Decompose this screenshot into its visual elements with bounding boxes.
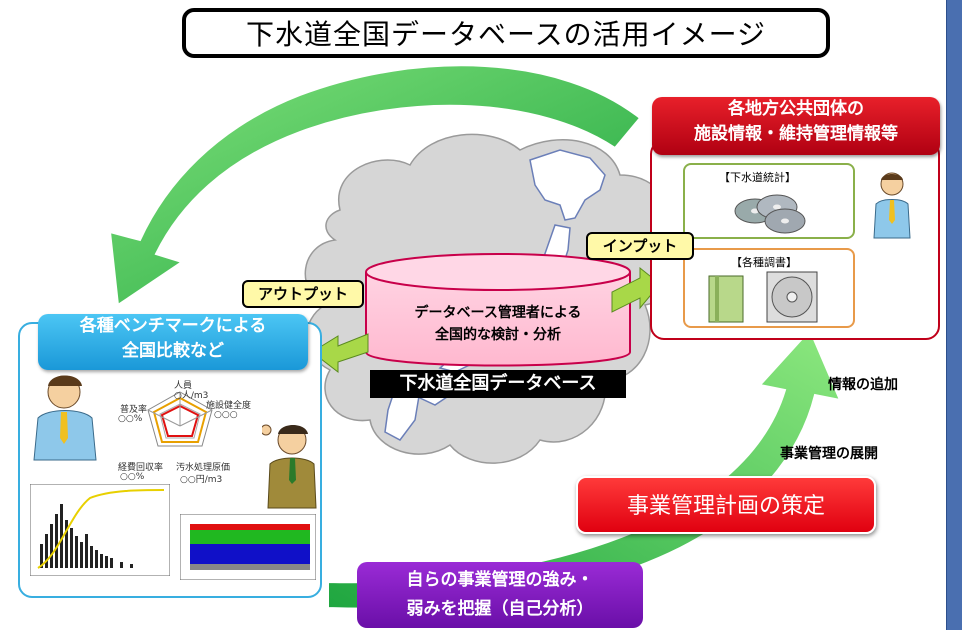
- database-name: 下水道全国データベース: [370, 370, 626, 398]
- benchmark-banner-line1: 各種ベンチマークによる: [79, 316, 267, 336]
- database-cylinder: [365, 253, 631, 367]
- database-description: データベース管理者による 全国的な検討・分析: [378, 302, 618, 346]
- reports-label: 【各種調書】: [731, 256, 797, 269]
- radar-label-9: ○○円/m3: [180, 475, 223, 485]
- benchmark-banner-line2: 全国比較など: [122, 341, 224, 361]
- radar-label-5: ○○○: [214, 410, 238, 420]
- radar-label-3: 施設健全度: [206, 401, 252, 411]
- businessman-icon-right: [873, 172, 911, 239]
- local-gov-banner: 各地方公共団体の 施設情報・維持管理情報等: [652, 97, 940, 155]
- plan-box: 事業管理計画の策定: [576, 476, 876, 534]
- database-desc-line1: データベース管理者による: [414, 305, 582, 321]
- page-title: 下水道全国データベースの活用イメージ: [182, 8, 830, 58]
- output-arrow: [311, 333, 369, 374]
- radar-label-2: 普及率: [120, 405, 148, 415]
- radar-chart: [147, 391, 213, 447]
- businessman-icon-left: [33, 375, 97, 461]
- top-flow-arrow: [108, 64, 642, 307]
- database-desc-line2: 全国的な検討・分析: [435, 327, 561, 343]
- analysis-line1: 自らの事業管理の強み・: [406, 570, 594, 590]
- sewer-stats-box: 【下水道統計】: [683, 163, 855, 239]
- document-and-disc-icon: [708, 271, 818, 323]
- businessman-icon-pointing: [262, 424, 317, 509]
- radar-label-8: ○○%: [120, 472, 145, 482]
- radar-label-0: 人員: [174, 381, 193, 391]
- output-tag: アウトプット: [242, 280, 364, 308]
- analysis-line2: 弱みを把握（自己分析）: [406, 599, 594, 619]
- radar-label-6: 経費回収率: [118, 463, 164, 473]
- cd-discs-icon: [734, 194, 806, 234]
- benchmark-banner: 各種ベンチマークによる 全国比較など: [38, 314, 308, 370]
- reports-box: 【各種調書】: [683, 248, 855, 328]
- mgmt-develop-label: 事業管理の展開: [780, 446, 878, 462]
- histogram-thumbnail: [30, 484, 170, 576]
- local-gov-banner-line1: 各地方公共団体の: [728, 99, 864, 119]
- radar-label-1: ○人/m3: [174, 391, 209, 401]
- side-bar: [946, 0, 962, 630]
- radar-label-7: 汚水処理原価: [176, 463, 231, 473]
- sewer-stats-label: 【下水道統計】: [719, 171, 796, 184]
- info-add-label: 情報の追加: [828, 377, 898, 393]
- local-gov-banner-line2: 施設情報・維持管理情報等: [694, 124, 898, 144]
- stacked-bar-thumbnail: [180, 514, 316, 580]
- input-arrow: [611, 266, 661, 313]
- self-analysis-box: 自らの事業管理の強み・ 弱みを把握（自己分析）: [357, 562, 643, 628]
- input-tag: インプット: [586, 232, 694, 260]
- radar-label-4: ○○%: [118, 414, 143, 424]
